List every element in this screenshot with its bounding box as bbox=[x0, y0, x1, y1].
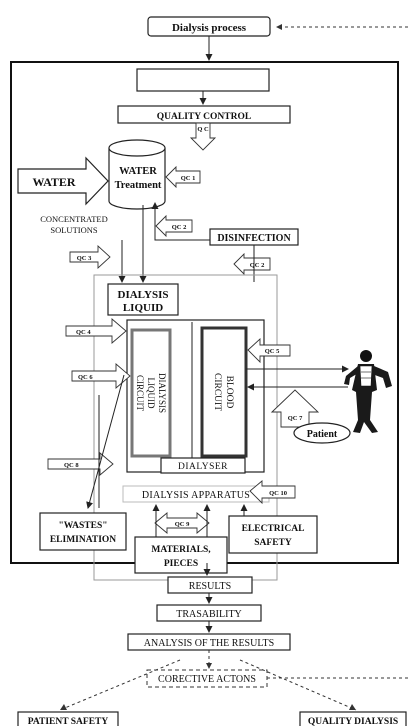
dialysis-liquid-label-2: LIQUID bbox=[123, 302, 163, 314]
patient-label: Patient bbox=[307, 429, 338, 440]
qc-down-arrow bbox=[189, 122, 217, 151]
quality-control-node: QUALITY CONTROL bbox=[117, 105, 291, 124]
dialyser-label: DIALYSER bbox=[178, 462, 228, 472]
qc10-arrow: QC 10 bbox=[249, 480, 296, 505]
analysis-node: ANALYSIS OF THE RESULTS bbox=[127, 633, 291, 651]
water-treatment-label-2: Treatment bbox=[115, 180, 162, 191]
qc5-arrow: QC 5 bbox=[247, 337, 291, 364]
patient-node: Patient bbox=[293, 422, 351, 444]
dialysis-liquid-node: DIALYSIS LIQUID bbox=[107, 283, 179, 316]
quality-dialysis-node: QUALITY DIALYSIS bbox=[299, 711, 407, 726]
qc1-label: QC 1 bbox=[181, 175, 196, 182]
waste-line-diagonal bbox=[86, 374, 125, 509]
qc6-label: QC 6 bbox=[78, 374, 93, 381]
qc8-arrow: QC 8 bbox=[47, 452, 114, 476]
water-treatment-label-1: WATER bbox=[119, 166, 157, 177]
qc-arrow-label: Q C bbox=[197, 126, 209, 133]
qc2-lower-arrow: QC 2 bbox=[233, 252, 271, 276]
blood-circuit-label-1: BLOOD bbox=[224, 376, 234, 409]
dialysis-liquid-label-1: DIALYSIS bbox=[118, 289, 169, 301]
dialysis-process-node: Dialysis process bbox=[147, 16, 271, 37]
materials-label-2: PIECES bbox=[164, 559, 198, 569]
feedback-arrowhead-top bbox=[276, 24, 282, 30]
materials-pieces-node: MATERIALS, PIECES bbox=[134, 536, 228, 574]
qc9-label: QC 9 bbox=[175, 521, 190, 528]
patient-safety-node: PATIENT SAFETY bbox=[17, 711, 119, 726]
analysis-label: ANALYSIS OF THE RESULTS bbox=[144, 638, 274, 649]
concentrated-label-1: CONCENTRATED bbox=[40, 214, 108, 224]
patient-safety-arrowhead bbox=[60, 704, 67, 710]
qc5-label: QC 5 bbox=[265, 348, 280, 355]
qc7-arrow: QC 7 bbox=[270, 389, 320, 428]
patient-figure bbox=[344, 350, 392, 433]
wastes-label-2: ELIMINATION bbox=[50, 535, 116, 545]
qc4-label: QC 4 bbox=[76, 329, 91, 336]
qc4-arrow: QC 4 bbox=[65, 318, 127, 344]
quality-control-label: QUALITY CONTROL bbox=[157, 112, 251, 122]
blood-circuit-label-2: CIRCUIT bbox=[212, 373, 222, 411]
qc3-label: QC 3 bbox=[77, 255, 92, 262]
corrective-arrowhead bbox=[206, 663, 212, 669]
qc6-arrow: QC 6 bbox=[71, 363, 131, 389]
electrical-label-2: SAFETY bbox=[254, 538, 292, 548]
empty-header-box bbox=[136, 68, 270, 92]
trasability-node: TRASABILITY bbox=[156, 604, 262, 622]
analysis-to-patient-safety-dashed bbox=[59, 659, 181, 711]
qc2-upper-label: QC 2 bbox=[172, 224, 187, 231]
disinfection-node: DISINFECTION bbox=[209, 228, 299, 246]
water-treatment-node: WATER Treatment bbox=[108, 139, 166, 210]
corrective-actions-node: CORECTIVE ACTONS bbox=[146, 669, 268, 688]
wastes-label-1: "WASTES" bbox=[58, 521, 107, 531]
qc2-lower-label: QC 2 bbox=[250, 262, 265, 269]
dialysis-apparatus-label: DIALYSIS APPARATUS bbox=[142, 490, 250, 501]
dialysis-liquid-circuit-node: DIALYSIS LIQUID CIRCUIT bbox=[130, 328, 172, 458]
liquid-circuit-label-3: CIRCUIT bbox=[135, 375, 145, 412]
disinfection-label: DISINFECTION bbox=[217, 233, 291, 244]
qc3-arrow: QC 3 bbox=[69, 244, 111, 270]
dialyser-node: DIALYSER bbox=[160, 457, 246, 474]
qc9-arrow: QC 9 bbox=[154, 512, 210, 534]
blood-circuit-node: BLOOD CIRCUIT bbox=[200, 326, 248, 458]
results-label: RESULTS bbox=[189, 581, 231, 592]
electrical-safety-node: ELECTRICAL SAFETY bbox=[228, 515, 318, 554]
patient-safety-label: PATIENT SAFETY bbox=[28, 717, 109, 726]
concentrated-label-2: SOLUTIONS bbox=[50, 225, 97, 235]
qc10-label: QC 10 bbox=[269, 490, 287, 497]
dialysis-process-label: Dialysis process bbox=[172, 22, 247, 34]
qc7-label: QC 7 bbox=[288, 415, 303, 422]
qc8-label: QC 8 bbox=[64, 462, 79, 469]
liquid-circuit-label-2: LIQUID bbox=[146, 378, 156, 409]
liquid-circuit-label-1: DIALYSIS bbox=[157, 373, 167, 413]
materials-label-1: MATERIALS, bbox=[151, 545, 211, 555]
dialysis-apparatus-node: DIALYSIS APPARATUS bbox=[122, 485, 270, 503]
qc2-upper-arrow: QC 2 bbox=[155, 214, 193, 238]
corrective-label: CORECTIVE ACTONS bbox=[158, 674, 256, 685]
trasability-label: TRASABILITY bbox=[176, 609, 242, 620]
results-node: RESULTS bbox=[167, 576, 253, 594]
water-input-arrow: WATER bbox=[17, 156, 109, 206]
disinfection-to-water-line bbox=[154, 209, 210, 241]
quality-dialysis-label: QUALITY DIALYSIS bbox=[308, 717, 398, 726]
quality-arrowhead bbox=[349, 704, 356, 710]
water-input-label: WATER bbox=[32, 175, 75, 189]
qc1-arrow: QC 1 bbox=[165, 165, 201, 189]
wastes-elimination-node: "WASTES" ELIMINATION bbox=[39, 512, 127, 551]
electrical-label-1: ELECTRICAL bbox=[242, 524, 305, 534]
